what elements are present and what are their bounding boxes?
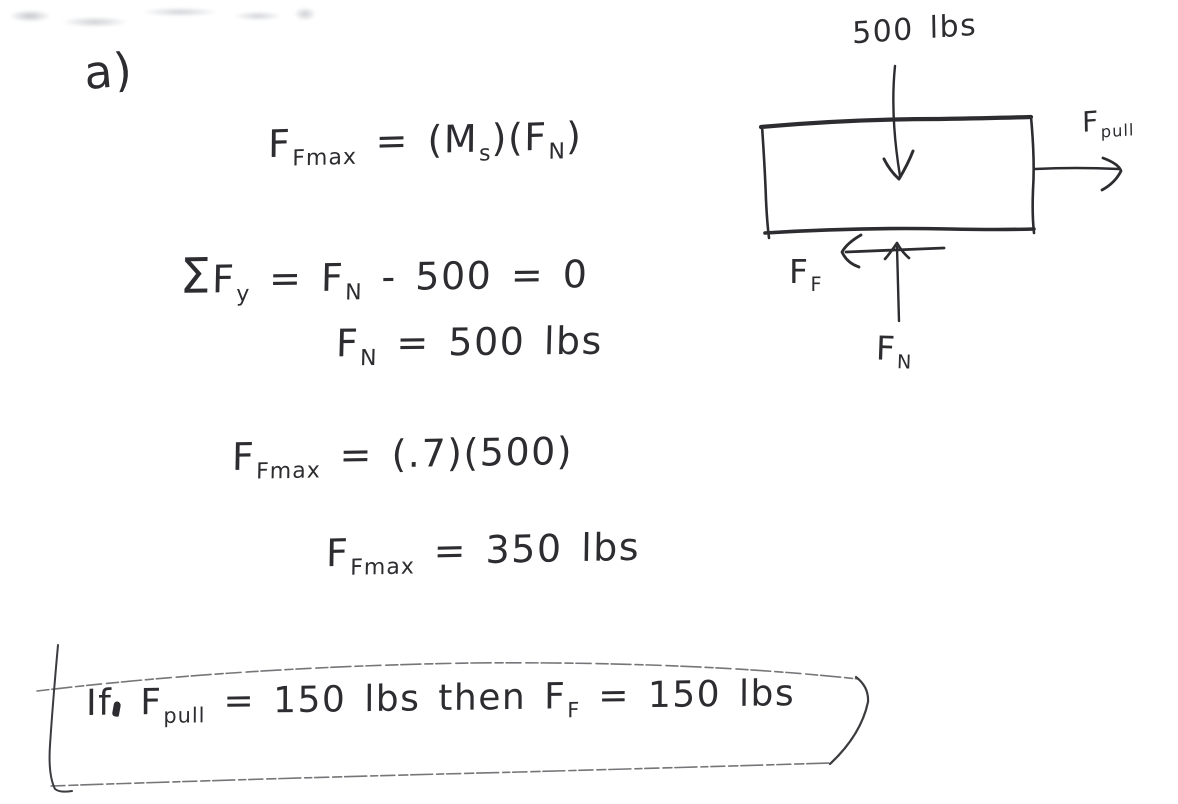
block-outline <box>758 114 1036 240</box>
equation-ffmax-value: FFmax = 350 lbs <box>325 524 641 582</box>
equation-fn-value: FN = 500 lbs <box>335 318 604 372</box>
ink-blot <box>112 701 122 717</box>
friction-arrow <box>840 233 946 269</box>
part-label: a) <box>81 41 136 101</box>
equation-ffmax-substitution: FFmax = (.7)(500) <box>231 429 574 485</box>
friction-force-label: FF <box>789 252 823 297</box>
pull-arrow <box>1033 156 1123 192</box>
pull-force-label: Fpull <box>1081 104 1135 142</box>
normal-force-label: FN <box>875 328 913 374</box>
conclusion-statement: If Fpull = 150 lbs then FF = 150 lbs <box>85 673 796 728</box>
equation-sum-fy: ΣFy = FN - 500 = 0 <box>179 248 589 308</box>
normal-arrow <box>883 241 911 323</box>
conclusion-text-start: If <box>85 682 113 724</box>
load-label: 500 lbs <box>851 7 978 52</box>
weight-arrow <box>882 64 915 181</box>
equation-ffmax-definition: FFmax = (Ms)(FN) <box>267 113 583 172</box>
scan-artifact-smudge <box>0 0 340 48</box>
conclusion-text-rest: Fpull = 150 lbs then FF = 150 lbs <box>122 673 796 728</box>
